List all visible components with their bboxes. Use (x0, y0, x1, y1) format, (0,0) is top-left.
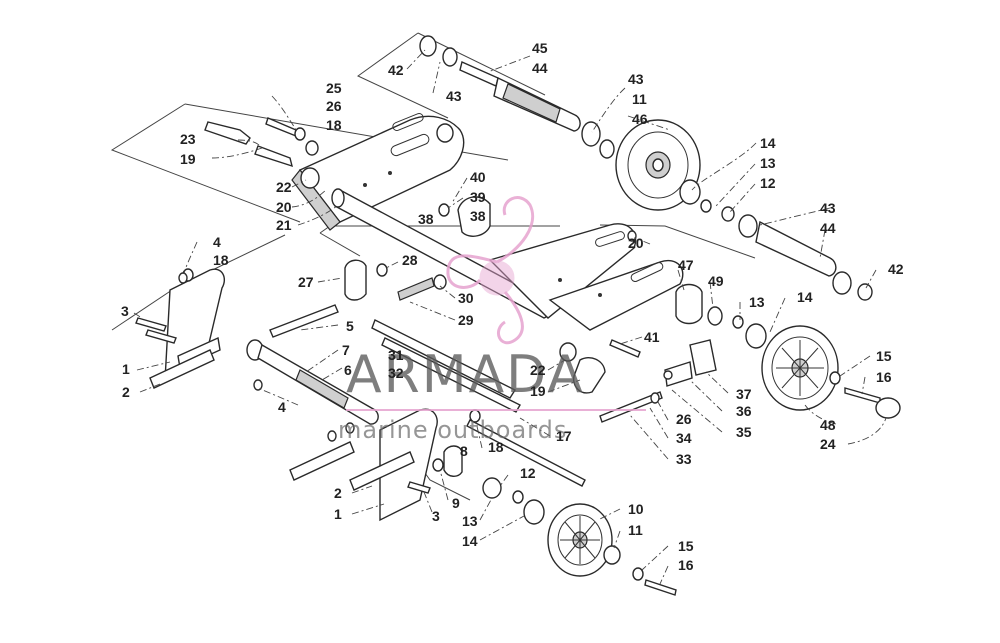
part-label: 43 (446, 88, 462, 104)
part-label: 13 (462, 513, 478, 529)
bushing-stack-right (675, 283, 767, 349)
part-label: 49 (708, 273, 724, 289)
upper-idler-shaft (419, 35, 615, 159)
part-label: 9 (452, 495, 460, 511)
wheel-48 (761, 325, 901, 419)
part-label: 41 (644, 329, 660, 345)
part-label: 32 (388, 365, 404, 381)
part-label: 7 (342, 342, 350, 358)
part-label: 1 (122, 361, 130, 377)
part-label: 26 (326, 98, 342, 114)
part-label: 14 (760, 135, 776, 151)
part-label: 34 (676, 430, 692, 446)
part-label: 25 (326, 80, 342, 96)
watermark: ARMADA marine outboards (338, 196, 646, 444)
part-label: 10 (628, 501, 644, 517)
part-label: 15 (678, 538, 694, 554)
part-label: 38 (470, 208, 486, 224)
part-label: 30 (458, 290, 474, 306)
part-label: 14 (797, 289, 813, 305)
part-label: 24 (820, 436, 836, 452)
part-label: 2 (122, 384, 130, 400)
part-label: 13 (749, 294, 765, 310)
part-label: 20 (276, 199, 292, 215)
part-label: 42 (388, 62, 404, 78)
part-label: 15 (876, 348, 892, 364)
leader-lines (133, 49, 887, 585)
part-label: 37 (736, 386, 752, 402)
part-label: 11 (628, 522, 643, 538)
part-label: 29 (458, 312, 474, 328)
part-label: 18 (213, 252, 229, 268)
part-label: 18 (488, 439, 504, 455)
part-label: 36 (736, 403, 752, 419)
suspension-arm-right (488, 223, 684, 331)
side-plate-left (135, 268, 226, 389)
part-label: 33 (676, 451, 692, 467)
watermark-tagline: marine outboards (338, 416, 567, 444)
part-label: 23 (180, 131, 196, 147)
part-label: 16 (678, 557, 694, 573)
part-label: 27 (298, 274, 314, 290)
part-label: 6 (344, 362, 352, 378)
part-label: 22 (530, 362, 546, 378)
part-label: 46 (632, 111, 648, 127)
part-label: 8 (460, 443, 468, 459)
part-label: 28 (402, 252, 418, 268)
part-label: 38 (418, 211, 434, 227)
cam-block (438, 196, 491, 237)
part-label: 18 (326, 117, 342, 133)
part-label: 19 (180, 151, 196, 167)
part-label: 12 (520, 465, 536, 481)
pins-left (204, 117, 319, 168)
shafts-lower (246, 304, 606, 425)
armada-logo-icon (446, 196, 535, 345)
bearing-stack-upper (679, 179, 873, 301)
part-label: 4 (213, 234, 221, 250)
small-fasteners (178, 230, 673, 442)
part-label: 45 (532, 40, 548, 56)
idler-wheel-46 (615, 119, 701, 211)
watermark-brand: ARMADA (346, 345, 585, 405)
adjuster-bracket (599, 339, 717, 423)
part-label: 16 (876, 369, 892, 385)
part-label: 19 (530, 383, 546, 399)
part-label: 1 (334, 506, 342, 522)
part-label: 3 (432, 508, 440, 524)
part-label: 20 (628, 235, 644, 251)
part-label: 43 (628, 71, 644, 87)
part-label: 44 (820, 220, 836, 236)
part-label: 40 (470, 169, 486, 185)
part-label: 13 (760, 155, 776, 171)
part-label: 3 (121, 303, 129, 319)
wheel-10 (547, 503, 677, 596)
part-label: 35 (736, 424, 752, 440)
part-label: 17 (556, 428, 572, 444)
part-label: 43 (820, 200, 836, 216)
part-label: 44 (532, 60, 548, 76)
part-label: 4 (278, 399, 286, 415)
part-label: 48 (820, 417, 836, 433)
part-label: 26 (676, 411, 692, 427)
part-label: 22 (276, 179, 292, 195)
part-labels: 42 43 45 44 43 11 46 25 26 18 23 19 14 1… (121, 40, 904, 573)
part-label: 5 (346, 318, 354, 334)
part-label: 2 (334, 485, 342, 501)
part-label: 14 (462, 533, 478, 549)
part-label: 21 (276, 217, 292, 233)
part-label: 31 (388, 347, 404, 363)
spring-assembly (344, 259, 447, 301)
part-label: 39 (470, 189, 486, 205)
part-label: 47 (678, 257, 694, 273)
part-label: 12 (760, 175, 776, 191)
part-label: 11 (632, 91, 647, 107)
part-label: 42 (888, 261, 904, 277)
